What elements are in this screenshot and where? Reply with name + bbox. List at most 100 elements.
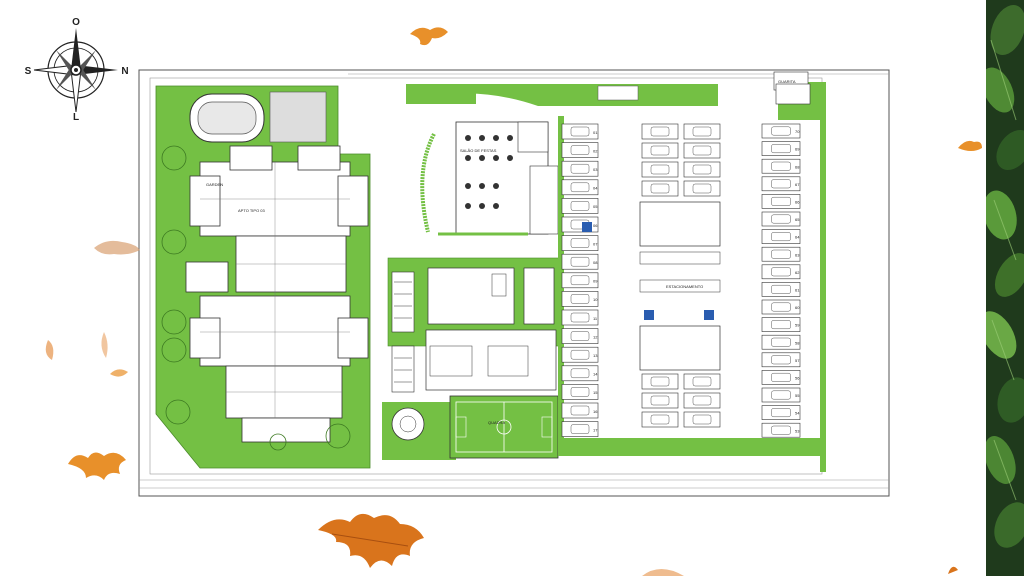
tree-icon <box>161 145 351 451</box>
parking-stall <box>761 334 801 350</box>
quadra-label: QUADRA <box>488 420 505 425</box>
parking-stall-number: 12 <box>593 334 598 339</box>
car-icon <box>771 249 791 259</box>
parking-stall <box>761 141 801 156</box>
autumn-leaf-icon <box>958 140 982 151</box>
table-icon <box>465 135 513 209</box>
car-icon <box>692 145 712 156</box>
parking-stall-number: 58 <box>795 340 800 345</box>
autumn-leaf-icon <box>45 340 54 360</box>
autumn-leaf-icon <box>68 452 126 480</box>
car-icon <box>570 387 590 397</box>
car-icon <box>570 368 590 379</box>
car-icon <box>570 405 590 416</box>
car-icon <box>771 337 791 347</box>
car-icon <box>692 183 712 194</box>
parking-stall-number: 01 <box>593 130 598 135</box>
car-icon <box>570 424 590 434</box>
parking-stall-number: 63 <box>795 252 800 257</box>
parking-stall-number: 03 <box>593 167 598 172</box>
parking-stall-number: 08 <box>593 260 598 265</box>
car-icon <box>650 126 670 137</box>
car-icon <box>771 320 791 330</box>
car-icon <box>771 126 791 136</box>
parking-stall-number: 10 <box>593 297 598 302</box>
parking-stall-number: 68 <box>795 164 800 169</box>
parking-stall-number: 62 <box>795 270 800 275</box>
parking-stall <box>761 405 801 420</box>
car-icon <box>570 294 590 304</box>
car-icon <box>650 183 670 194</box>
compass-rose: O L S N <box>22 14 134 123</box>
car-icon <box>650 414 670 425</box>
accessible-parking-icon <box>582 222 714 320</box>
parking-stall-number: 05 <box>593 204 598 209</box>
car-icon <box>570 201 590 211</box>
parking-stall-number: 17 <box>593 427 598 432</box>
car-icon <box>570 145 590 155</box>
parking-stall <box>761 370 801 385</box>
car-icon <box>650 395 670 406</box>
parking-stall <box>641 411 679 428</box>
parking-stall <box>761 229 801 244</box>
car-icon <box>771 179 791 189</box>
parking-stall <box>761 158 801 174</box>
parking-stall-number: 55 <box>795 393 800 398</box>
parking-stall <box>641 180 679 197</box>
parking-stall <box>641 373 679 390</box>
car-icon <box>771 161 791 171</box>
car-icon <box>771 144 791 154</box>
car-icon <box>570 349 590 360</box>
autumn-leaf-icon <box>110 369 128 377</box>
autumn-leaf-icon <box>948 566 958 574</box>
parking-stall-number: 66 <box>795 200 800 205</box>
site-plan-drawing: GARDEN APTO TIPO 03 SALÃO DE FESTAS <box>138 69 890 497</box>
car-icon <box>692 376 712 387</box>
parking-stall-number: 16 <box>593 409 598 414</box>
autumn-leaf-icon <box>642 569 684 576</box>
car-icon <box>692 126 712 137</box>
foliage-icon <box>986 0 1024 576</box>
parking-stall-number: 54 <box>795 411 800 416</box>
parking-stall <box>683 161 721 178</box>
site-plan: GARDEN APTO TIPO 03 SALÃO DE FESTAS <box>138 62 890 500</box>
parking-stall <box>761 422 801 438</box>
parking-stall-number: 13 <box>593 353 598 358</box>
parking-stall-number: 02 <box>593 148 598 153</box>
parking-stall <box>761 282 801 297</box>
parking-stall <box>641 161 679 178</box>
compass-south-label: L <box>73 112 79 122</box>
parking-stall-number: 59 <box>795 323 800 328</box>
car-icon <box>650 376 670 387</box>
parking-stall-number: 56 <box>795 376 800 381</box>
parking-stall-number: 04 <box>593 186 598 191</box>
car-icon <box>771 390 791 400</box>
parking-stall <box>683 123 721 140</box>
car-icon <box>771 372 791 382</box>
autumn-leaf-icon <box>94 240 140 255</box>
autumn-leaf-icon <box>101 332 108 358</box>
compass-east-label: N <box>121 66 128 77</box>
car-icon <box>570 256 590 267</box>
parking-stall-number: 70 <box>795 129 800 134</box>
parking-stall-number: 11 <box>593 316 598 321</box>
car-icon <box>570 331 590 341</box>
compass-north-label: O <box>72 17 80 28</box>
apartment-label: APTO TIPO 03 <box>238 208 266 213</box>
car-icon <box>692 414 712 425</box>
parking-column-middle <box>641 123 721 428</box>
car-icon <box>771 408 791 418</box>
car-icon <box>771 284 791 294</box>
car-icon <box>771 425 791 435</box>
autumn-leaf-icon <box>410 27 448 46</box>
car-icon <box>570 238 590 248</box>
parking-stall-number: 65 <box>795 217 800 222</box>
car-icon <box>650 164 670 175</box>
compass-rose-icon: O L S N <box>25 17 129 123</box>
parking-stall <box>761 317 801 332</box>
parking-stall-number: 06 <box>593 223 598 228</box>
autumn-leaf-icon <box>318 513 424 568</box>
car-icon <box>692 164 712 175</box>
parking-stall-number: 69 <box>795 147 800 152</box>
